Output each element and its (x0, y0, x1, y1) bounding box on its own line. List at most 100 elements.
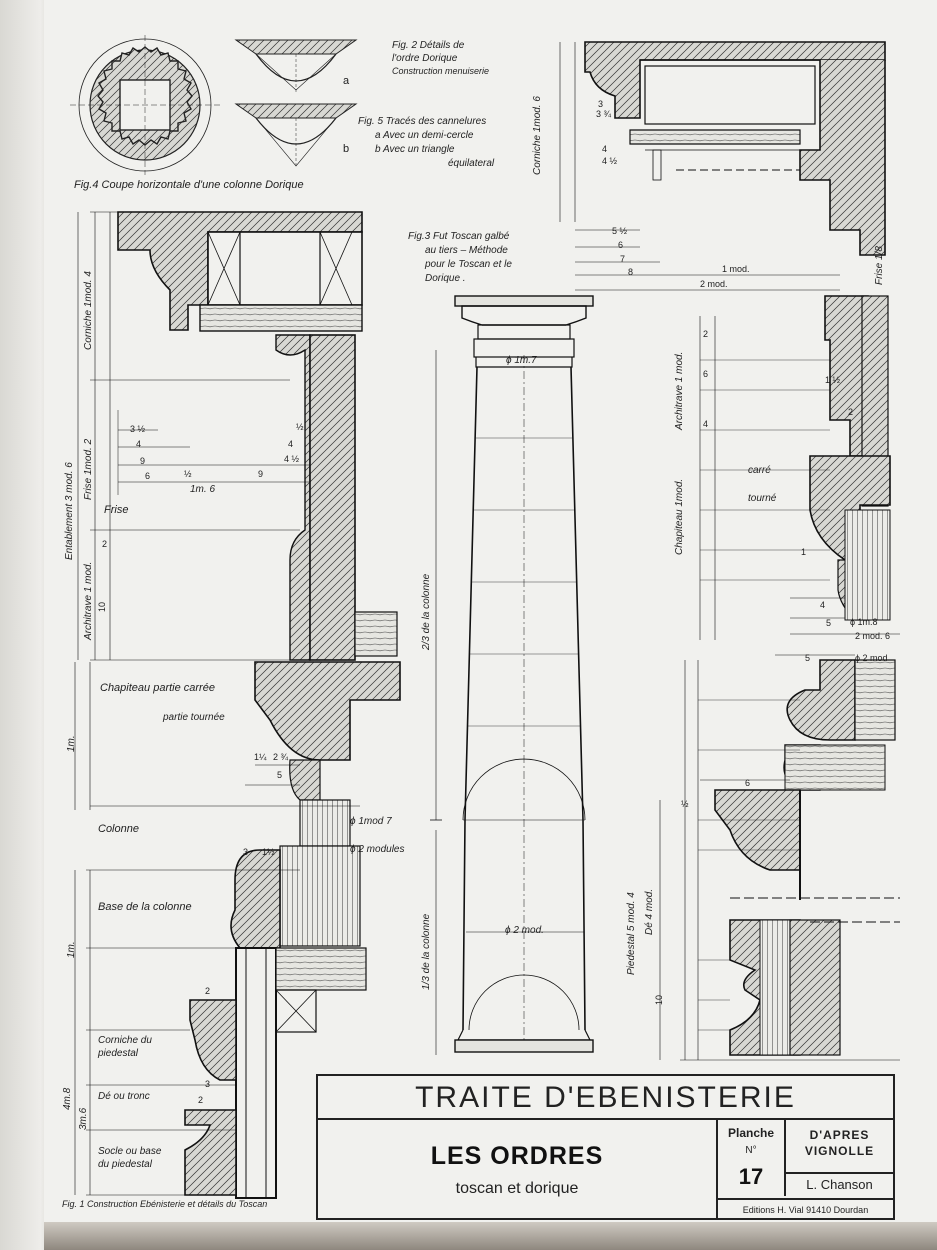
label-entablement: Entablement 3 mod. 6 (64, 462, 75, 560)
fig2-dim-2: 2 (848, 407, 854, 417)
label-socle-1: Socle ou base (98, 1146, 162, 1157)
title-block: TRAITE D'EBENISTERIE LES ORDRES toscan e… (316, 1074, 895, 1220)
dim-2-a: 2 (205, 986, 211, 996)
dim-1m6: 1m. 6 (190, 484, 216, 495)
fig3-one-third: 1/3 de la colonne (421, 913, 432, 990)
label-corniche-piedestal-1: Corniche du (98, 1035, 152, 1046)
label-frise-vertical: Frise 1mod. 2 (83, 438, 94, 500)
fig2-de: Dé 4 mod. (644, 888, 655, 935)
label-frise: Frise (104, 504, 129, 516)
fig2-dim-4: 4 (602, 144, 608, 154)
planche-no-label: N° (745, 1145, 757, 1156)
fig2-dim-2b: 2 (703, 329, 709, 339)
fig5-caption-line4: équilateral (448, 158, 495, 169)
subject-title: LES ORDRES (430, 1142, 604, 1170)
sheet-shadow (44, 1222, 937, 1250)
dim-4-b: 4 (288, 439, 294, 449)
dim-1-quarter: 1¼ (254, 752, 267, 762)
fig2-dim-3: 3 (598, 99, 604, 109)
dim-9-b: 9 (258, 469, 264, 479)
label-corniche: Corniche 1mod. 4 (83, 271, 94, 350)
after-cell: D'APRES VIGNOLLE (786, 1120, 893, 1174)
main-title: TRAITE D'EBENISTERIE (318, 1076, 893, 1120)
dim-1m-chapiteau: 1m. (66, 735, 77, 752)
label-architrave: Architrave 1 mod. (83, 561, 94, 640)
dim-1m-base: 1m. (66, 941, 77, 958)
dim-half-2: ½ (296, 422, 304, 432)
fig2-frise: Frise 1/8 (874, 246, 885, 285)
fig2-caption-line2: l'ordre Dorique (392, 53, 458, 64)
fig3-caption-line1: Fig.3 Fut Toscan galbé (408, 231, 510, 242)
fig2-2mod6: 2 mod. 6 (855, 631, 891, 641)
label-phi-1mod7: ϕ 1mod 7 (350, 816, 392, 827)
label-de-tronc: Dé ou tronc (98, 1091, 150, 1102)
fig2-dim-5half: 5 ½ (612, 226, 628, 236)
fig2-2mod: 2 mod. (700, 279, 728, 289)
fig2-dim-33q: 3 ¾ (596, 109, 612, 119)
fig3-caption-line3: pour le Toscan et le (425, 259, 512, 270)
fig2-dim-4c: 4 (703, 419, 709, 429)
dim-3-half: 3 ½ (130, 424, 146, 434)
fig2-chapiteau: Chapiteau 1mod. (674, 478, 685, 555)
label-partie-tournee: partie tournée (163, 712, 225, 723)
after-line1: D'APRES (809, 1128, 870, 1142)
fig2-tourne: tourné (748, 493, 777, 504)
fig2-caption-line1: Fig. 2 Détails de (392, 40, 465, 51)
fig5-caption-line1: Fig. 5 Tracés des cannelures (358, 116, 487, 127)
dim-2-c: 2 (102, 539, 108, 549)
dim-half-1: ½ (184, 469, 192, 479)
fig2-architrave: Architrave 1 mod. (674, 351, 685, 430)
fig3-mid-diameter: ϕ 2 mod. (505, 925, 544, 936)
fig3-top-diameter: ϕ 1m.7 (506, 355, 537, 366)
dim-4-half: 4 ½ (284, 454, 300, 464)
fig2-dim-1half: 1 ½ (825, 375, 841, 385)
fig1-caption: Fig. 1 Construction Ebénisterie et détai… (62, 1199, 268, 1209)
dim-2-b: 2 (198, 1095, 204, 1105)
fig2-dim-6b: 6 (745, 778, 751, 788)
fig3-caption-line4: Dorique . (425, 273, 466, 284)
fig2-dim-7: 7 (620, 254, 626, 264)
planche-label: Planche (727, 1126, 775, 1140)
fig2-piedestal: Piedestal 5 mod. 4 (626, 892, 637, 975)
fig2-dim-6c: 6 (703, 369, 709, 379)
fig3-two-thirds: 2/3 de la colonne (421, 573, 432, 650)
dim-5: 5 (277, 770, 283, 780)
label-corniche-piedestal-2: piedestal (98, 1048, 139, 1059)
dim-3-b: 3 (205, 1079, 211, 1089)
fig2-dim-8: 8 (628, 267, 634, 277)
fig2-caption-line3: Construction menuiserie (392, 66, 490, 76)
dim-4m8: 4m.8 (62, 1087, 73, 1110)
fig2-dim-5: 5 (826, 618, 832, 628)
fig5-caption-line2: a Avec un demi-cercle (375, 130, 474, 141)
planche-number: 17 (738, 1164, 764, 1189)
planche-cell: Planche N° 17 (718, 1120, 786, 1196)
fig2-phi-1m8: ϕ 1m.8 (850, 617, 878, 627)
fig5-flute-tracing (234, 39, 358, 168)
dim-3-base: 3 (243, 847, 249, 857)
fig4-column-section (70, 35, 220, 175)
fig5-caption-line3: b Avec un triangle (375, 144, 455, 155)
label-socle-2: du piedestal (98, 1159, 152, 1170)
fig2-carre: carré (748, 465, 771, 476)
publisher: Editions H. Vial 91410 Dourdan (718, 1198, 893, 1220)
dim-2-3q: 2 ¾ (273, 752, 289, 762)
subject-cell: LES ORDRES toscan et dorique (318, 1120, 718, 1218)
label-base-colonne: Base de la colonne (98, 901, 192, 913)
dim-6: 6 (145, 471, 151, 481)
label-phi-2modules: ϕ 2 modules (350, 844, 405, 855)
label-colonne: Colonne (98, 823, 139, 835)
fig2-dim-6: 6 (618, 240, 624, 250)
fig2-doric-details (559, 41, 900, 1061)
fig5-label-a: a (343, 75, 350, 87)
dim-10: 10 (97, 601, 107, 612)
fig2-dim-4b: 4 (820, 600, 826, 610)
fig2-1mod: 1 mod. (722, 264, 750, 274)
fig2-dim-half: ½ (681, 799, 689, 809)
dim-4-a: 4 (136, 439, 142, 449)
fig2-corniche: Corniche 1mod. 6 (532, 96, 543, 175)
fig2-dim-1: 1 (801, 547, 807, 557)
subject-subtitle: toscan et dorique (455, 1180, 579, 1197)
after-line2: VIGNOLLE (804, 1144, 875, 1158)
